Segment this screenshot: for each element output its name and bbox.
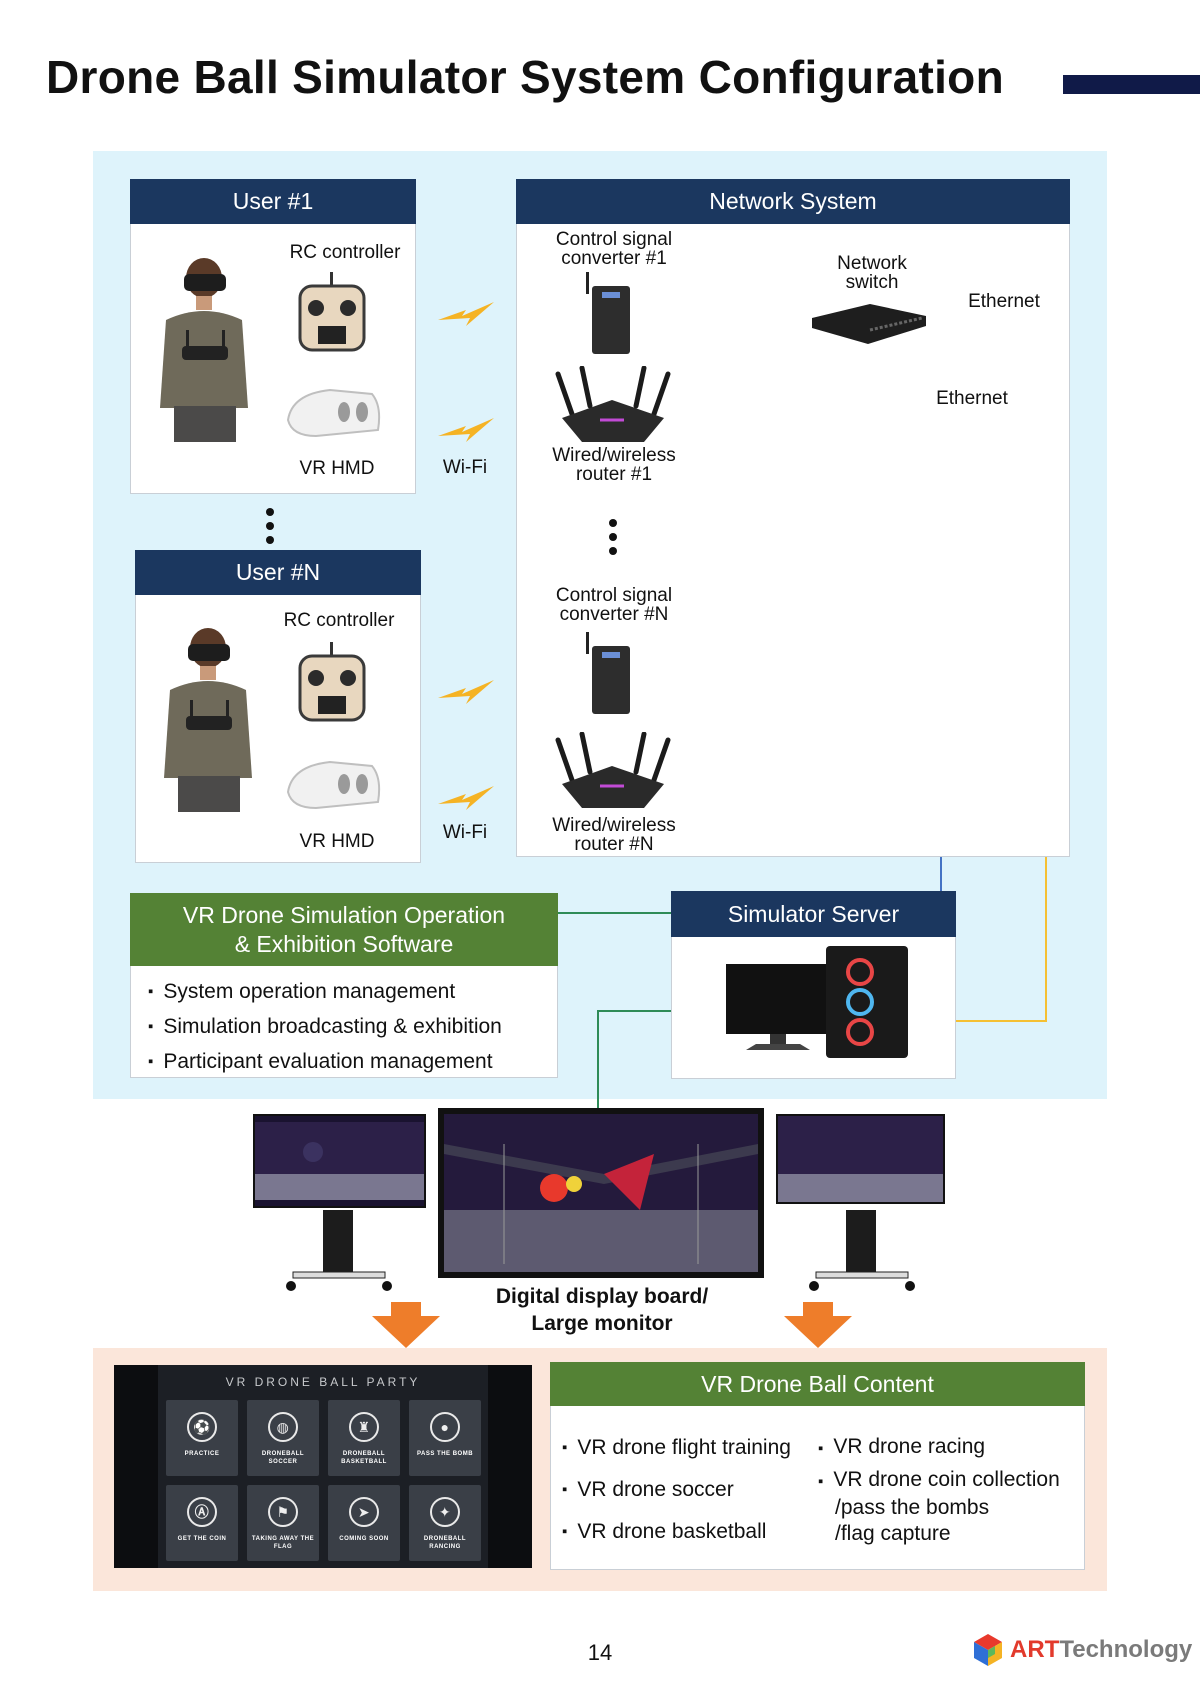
title-accent-bar (1063, 75, 1200, 94)
display-caption: Digital display board/Large monitor (495, 1285, 709, 1335)
users-ellipsis (266, 508, 274, 544)
user-n-wifi-label: Wi-Fi (442, 822, 488, 843)
game-menu-tile[interactable]: ✦ DRONEBALL RANCING (409, 1485, 481, 1561)
user-n-header: User #N (135, 550, 421, 595)
basketball-hoop-icon: ♜ (349, 1412, 379, 1442)
coin-icon: Ⓐ (187, 1497, 217, 1527)
drone-icon: ➤ (349, 1497, 379, 1527)
game-menu-tile[interactable]: ◍ DRONEBALL SOCCER (247, 1400, 319, 1476)
game-menu-tile-label: DRONEBALL RANCING (423, 1536, 467, 1550)
list-item: Participant evaluation management (148, 1045, 502, 1080)
list-item: ▪VR drone racing (818, 1435, 986, 1458)
game-menu-tile[interactable]: ⚽ PRACTICE (166, 1400, 238, 1476)
game-menu-tile[interactable]: ● PASS THE BOMB (409, 1400, 481, 1476)
game-menu-tile-label: GET THE COIN (177, 1536, 227, 1542)
arrow-down-right (784, 1302, 852, 1348)
ethernet-label-2: Ethernet (936, 388, 1008, 409)
user-1-header: User #1 (130, 179, 416, 224)
simulator-server-header: Simulator Server (671, 891, 956, 937)
network-switch-icon (812, 304, 926, 344)
vr-hmd-icon (286, 760, 381, 810)
vr-hmd-icon (286, 388, 381, 438)
page-number: 14 (587, 1640, 613, 1665)
game-menu-tile-label: DRONEBALL BASKETBALL (341, 1451, 387, 1465)
racing-icon: ✦ (430, 1497, 460, 1527)
vr-user-person-icon (164, 628, 252, 812)
game-menu-tile-label: DRONEBALL SOCCER (261, 1451, 305, 1465)
flag-icon: ⚑ (268, 1497, 298, 1527)
list-item: VR drone basketball (562, 1512, 791, 1554)
software-feature-list: System operation management Simulation b… (148, 975, 502, 1080)
arrow-down-left (372, 1302, 440, 1348)
list-item: VR drone flight training (562, 1428, 791, 1470)
network-system-header: Network System (516, 179, 1070, 224)
wireless-router-icon (555, 732, 671, 808)
game-menu-tile-label: PRACTICE (184, 1451, 220, 1457)
game-menu-header: VR DRONE BALL PARTY (225, 1375, 421, 1389)
globe-icon: ◍ (268, 1412, 298, 1442)
wireless-signal-icon (438, 680, 494, 704)
game-menu-tile[interactable]: ⚑ TAKING AWAY THE FLAG (247, 1485, 319, 1561)
content-header: VR Drone Ball Content (550, 1362, 1085, 1406)
rc-controller-icon (298, 642, 366, 722)
control-signal-converter-icon (586, 632, 630, 714)
user-n-rc-label: RC controller (283, 610, 395, 631)
game-menu-tile-label: TAKING AWAY THE FLAG (251, 1536, 315, 1550)
content-list-left: VR drone flight training VR drone soccer… (562, 1428, 791, 1554)
list-item: Simulation broadcasting & exhibition (148, 1010, 502, 1045)
bomb-icon: ● (430, 1412, 460, 1442)
content-list-right: ▪VR drone racing ▪VR drone coin collecti… (818, 1434, 1060, 1547)
server-pc-icon (726, 946, 908, 1058)
game-menu-tile[interactable]: ➤ COMING SOON (328, 1485, 400, 1561)
list-item: VR drone soccer (562, 1470, 791, 1512)
wireless-signal-icon (438, 418, 494, 442)
game-menu-tile[interactable]: Ⓐ GET THE COIN (166, 1485, 238, 1561)
wireless-router-icon (555, 366, 671, 442)
side-monitor-left (255, 1122, 424, 1291)
wireless-signal-icon (438, 786, 494, 810)
rc-controller-icon (298, 272, 366, 352)
game-menu-tile-label: PASS THE BOMB (416, 1451, 474, 1457)
user-1-hmd-label: VR HMD (299, 458, 375, 479)
list-item-continuation: /flag capture (835, 1522, 951, 1545)
game-menu-tile-label: COMING SOON (339, 1536, 389, 1542)
list-item: ▪VR drone coin collection (818, 1468, 1060, 1491)
vr-user-person-icon (160, 258, 248, 442)
soccer-ball-icon: ⚽ (187, 1412, 217, 1442)
page-title: Drone Ball Simulator System Configuratio… (46, 51, 1004, 103)
artechnology-logo-icon (974, 1634, 1002, 1666)
software-header: VR Drone Simulation Operation& Exhibitio… (130, 893, 558, 966)
user-1-rc-label: RC controller (289, 242, 401, 263)
wireless-signal-icon (438, 302, 494, 326)
main-monitor-screen (444, 1114, 758, 1272)
control-signal-converter-icon (586, 272, 630, 354)
user-1-wifi-label: Wi-Fi (442, 457, 488, 478)
user-n-hmd-label: VR HMD (299, 831, 375, 852)
list-item: System operation management (148, 975, 502, 1010)
network-ellipsis (609, 519, 617, 555)
ethernet-label-1: Ethernet (968, 291, 1040, 312)
game-menu-tile[interactable]: ♜ DRONEBALL BASKETBALL (328, 1400, 400, 1476)
side-monitor-right (776, 1114, 945, 1291)
artechnology-logo-text: ARTTechnology (1010, 1636, 1193, 1663)
list-item-continuation: /pass the bombs (835, 1496, 990, 1519)
